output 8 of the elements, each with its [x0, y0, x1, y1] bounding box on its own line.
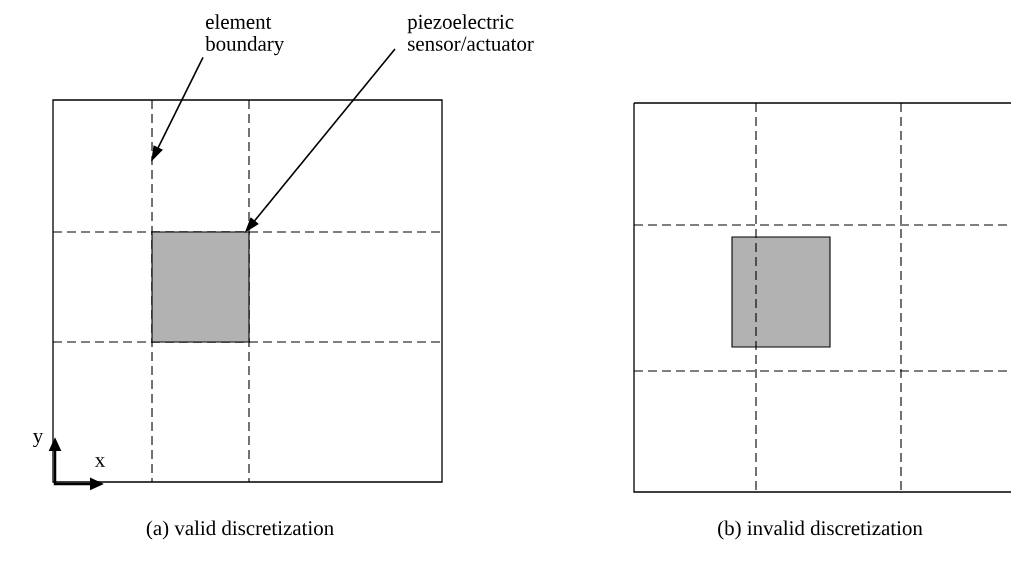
callout-text: piezoelectric sensor/actuator	[407, 14, 534, 51]
axis-label: x	[94, 457, 105, 467]
piezo-patch	[731, 236, 831, 348]
piezo-patch	[151, 231, 250, 343]
callout-text: element boundary	[205, 14, 285, 56]
axis-label: y	[33, 432, 44, 448]
panel-caption: (b) invalid discretization	[718, 520, 923, 540]
panel-caption: (a) valid discretization	[146, 520, 334, 540]
